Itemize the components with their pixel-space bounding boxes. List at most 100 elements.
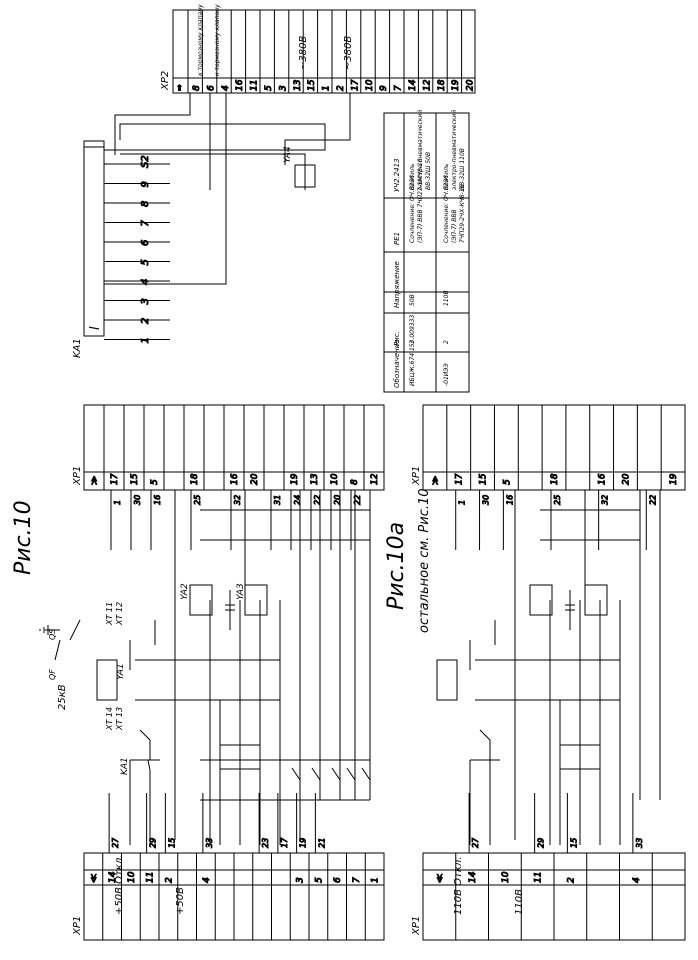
wire-number: 16 xyxy=(505,495,514,505)
xp1-row-num: 13 xyxy=(310,473,320,485)
wire-number: 15 xyxy=(569,838,578,848)
xp1-label-fig10: XP1 xyxy=(72,916,83,936)
ka1-pin-label: 2 xyxy=(140,318,151,324)
v50-label: +50В xyxy=(175,887,186,915)
xp1-row-num: 18 xyxy=(190,473,200,485)
xt12-label: XT 12 xyxy=(115,602,124,626)
xp1-row-num: 11 xyxy=(534,872,544,883)
ka1-pin-label: 9 xyxy=(140,181,151,187)
ka1-pin-label: 3 xyxy=(140,298,151,304)
fig10a-note: остальное см. Рис.10 xyxy=(417,488,432,633)
xp1-row-num: 18 xyxy=(550,473,560,485)
ya4-label: YA4 xyxy=(283,146,293,163)
coil-ya3 xyxy=(244,584,268,616)
xp2-row-num: 15 xyxy=(307,79,317,91)
v110off-label: 110В Откл. xyxy=(453,857,464,915)
xp1-row-num: 10 xyxy=(127,871,137,883)
xp2-row-num: 11 xyxy=(250,80,260,91)
labels: Рис.10 Рис.10а остальное см. Рис.10 XP1 … xyxy=(11,4,525,936)
wire-number: 27 xyxy=(471,837,480,848)
xp1-row-num: 15 xyxy=(130,473,140,485)
xp1-row-num: 17 xyxy=(455,473,465,485)
wire-number: 29 xyxy=(149,838,158,848)
table-cell: (ЭП-7) ВВВ 7ЧП27-1МЧ8-16 xyxy=(417,158,424,243)
xt11-label: XT 11 xyxy=(105,602,114,626)
xt14-label: XT 14 xyxy=(105,707,114,731)
fig10-title: Рис.10 xyxy=(11,500,36,575)
ya2-label: YA2 xyxy=(180,583,190,600)
ka1-pin-label: 4 xyxy=(140,279,151,285)
wire-number: 27 xyxy=(111,837,120,848)
xp2-row-num: 7 xyxy=(394,85,404,91)
table-cell: 7ЧП29-2ЧХ-КЧ8-16 xyxy=(459,184,466,243)
xp2-row-num: 2 xyxy=(336,85,346,91)
xp1-row-num: 19 xyxy=(290,473,300,485)
table-cell: ВВ-32Ш 110В xyxy=(459,148,466,190)
data-table xyxy=(383,112,470,393)
xp1-row-num: 20 xyxy=(250,473,260,485)
xp2-note-1: к тормозному клапану xyxy=(197,4,204,76)
ka1-roman: I xyxy=(88,326,103,330)
table-cell: (ЭП-7) ВВВ xyxy=(451,209,458,243)
xp1-row-num: 4 xyxy=(632,877,642,883)
xp2-row-num: 5 xyxy=(264,85,274,91)
xp2-row-num: 1 xyxy=(322,85,332,91)
wire-number: 25 xyxy=(553,495,562,505)
xp1-row-num: 5 xyxy=(314,877,324,883)
xp1-row-num: ≪ xyxy=(89,874,99,883)
table-header: Напряжение xyxy=(393,261,401,308)
table-header: PE1 xyxy=(393,232,401,245)
xp1-row-num: 16 xyxy=(598,473,608,485)
wire-number: 20 xyxy=(333,495,342,505)
ka1-pin-label: 6 xyxy=(140,240,151,246)
xp1-row-num: 19 xyxy=(669,473,679,485)
table-cell: ВВ-32Ш 50В xyxy=(425,152,432,190)
xp1-row-num: 16 xyxy=(230,473,240,485)
table-cell: Вентиль xyxy=(409,163,416,190)
wire-number: 22 xyxy=(648,495,657,505)
power-label: 25кВ xyxy=(57,684,68,710)
v110-label: 110В xyxy=(514,889,525,915)
table-header: Рис. xyxy=(393,331,401,346)
ka1-pin-label: 1 xyxy=(140,337,151,343)
xp1-row-num: 4 xyxy=(202,877,212,883)
xp2-row-num: 6 xyxy=(206,85,216,91)
wire-number: 23 xyxy=(261,838,270,848)
xp2-row-num: 17 xyxy=(350,79,360,91)
xp1-row-num: 15 xyxy=(479,473,489,485)
xp1-right-label-fig10a: XP1 xyxy=(411,466,422,486)
wire-number: 17 xyxy=(280,837,289,848)
xp2-row-num: 3 xyxy=(278,85,288,91)
xp2-header: ⇒ xyxy=(175,84,184,91)
fig10a-title: Рис.10а xyxy=(384,522,409,610)
xp1-row-num: 17 xyxy=(110,473,120,485)
ka1-label: KA1 xyxy=(72,338,83,358)
xp2-row-num: 14 xyxy=(408,79,418,91)
xp2-row-num: 19 xyxy=(451,79,461,91)
table-header: УЧ2.2413 xyxy=(393,158,401,192)
xp1-row-num: 2 xyxy=(164,877,174,883)
ka1-pin-label: 5 xyxy=(140,259,151,265)
xp1-row-num: 14 xyxy=(468,871,478,883)
wire-number: 32 xyxy=(233,495,242,505)
xp2-row-num: 12 xyxy=(422,79,432,91)
xp2-row-num: 8 xyxy=(192,85,202,91)
dynamic-labels: ОбозначениеРис.НапряжениеPE1УЧ2.2413ИБЦЖ… xyxy=(393,110,466,388)
xp2-row-num: 10 xyxy=(365,79,375,91)
ka1-pin-label: 7 xyxy=(140,220,151,227)
xp1-right-label-fig10: XP1 xyxy=(72,466,83,486)
xp2-row-num: 20 xyxy=(466,79,476,91)
table-cell: 50В xyxy=(409,294,416,306)
xp2-row-num: 16 xyxy=(235,79,245,91)
wire-number: 30 xyxy=(133,495,142,505)
xp1-row-num: 5 xyxy=(150,479,160,485)
wire-number: 31 xyxy=(273,495,282,505)
xp1-row-num: 2 xyxy=(566,877,576,883)
xp2-volt-1: ~380В xyxy=(298,36,309,70)
xp1-row-num: 5 xyxy=(502,479,512,485)
